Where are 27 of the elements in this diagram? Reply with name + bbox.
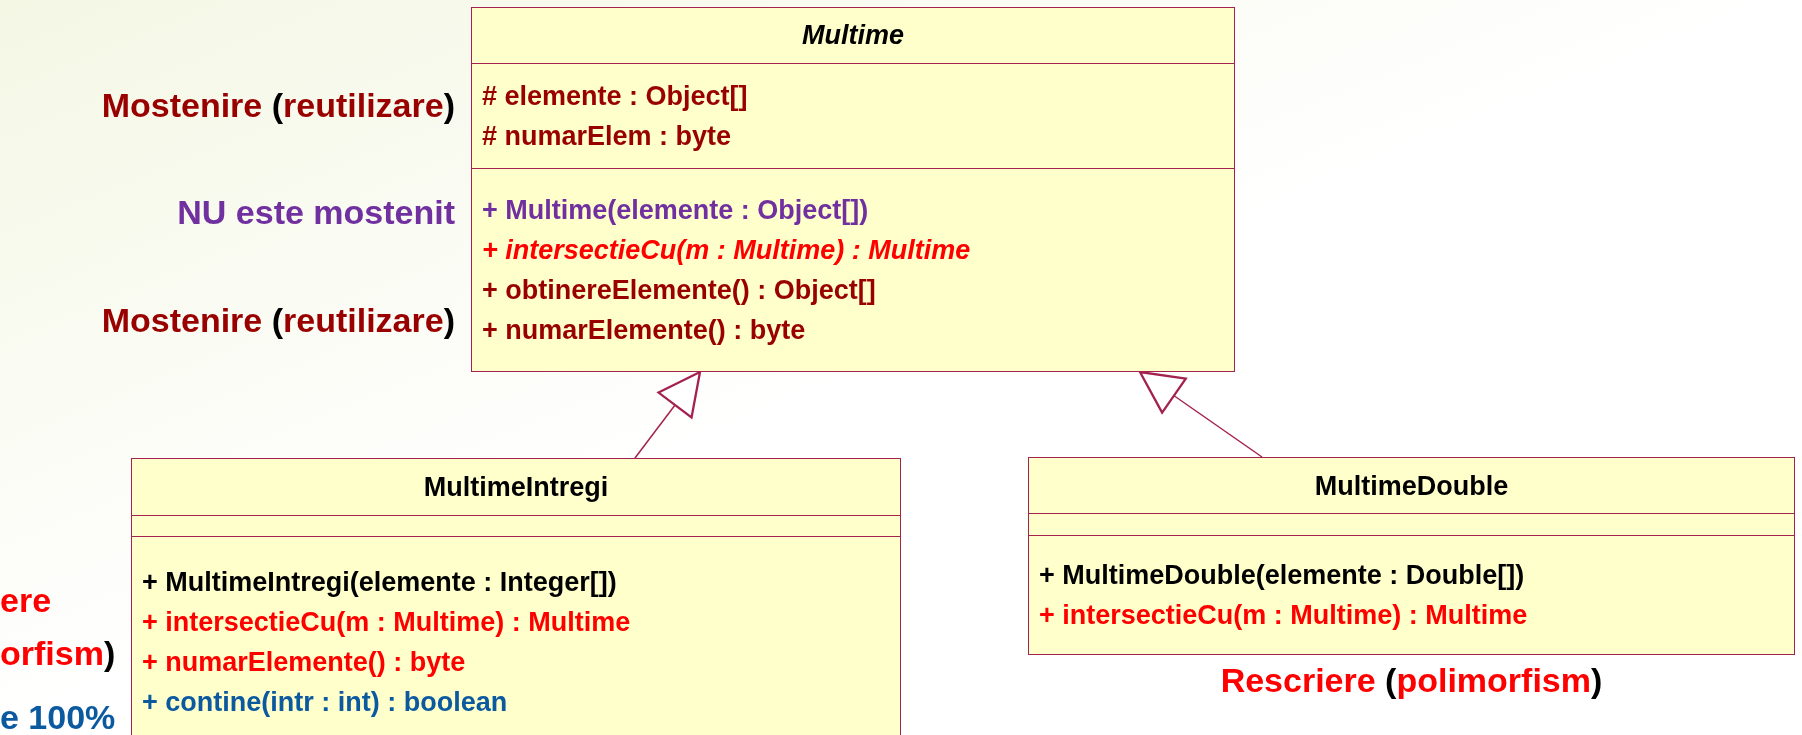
attribute-text: # numarElem : byte bbox=[482, 119, 732, 153]
annotation-text: ere bbox=[0, 580, 52, 620]
annotation-text: e 100% bbox=[0, 697, 116, 735]
annotation-text: Mostenire (reutilizare) bbox=[101, 300, 455, 340]
annotation-text: orfism) bbox=[0, 633, 116, 673]
method-text: + MultimeDouble(elemente : Double[]) bbox=[1039, 559, 1525, 593]
annotation-text: Mostenire (reutilizare) bbox=[101, 85, 455, 125]
class-name: MultimeIntregi bbox=[423, 470, 609, 504]
inheritance-arrow bbox=[1138, 370, 1263, 458]
method-text: + MultimeIntregi(elemente : Integer[]) bbox=[142, 566, 617, 600]
class-name: Multime bbox=[802, 19, 904, 53]
method-text: + numarElemente() : byte bbox=[482, 314, 806, 348]
class-box bbox=[1028, 457, 1795, 655]
method-text: + obtinereElemente() : Object[] bbox=[482, 274, 876, 308]
method-text: + Multime(elemente : Object[]) bbox=[482, 194, 869, 228]
annotation-text: NU este mostenit bbox=[177, 192, 455, 232]
class-box bbox=[131, 458, 901, 735]
method-text: + numarElemente() : byte bbox=[142, 646, 466, 680]
method-text: + contine(intr : int) : boolean bbox=[142, 686, 508, 720]
inheritance-arrow bbox=[634, 370, 702, 459]
class-box bbox=[471, 7, 1235, 372]
attribute-text: # elemente : Object[] bbox=[482, 79, 748, 113]
method-text: + intersectieCu(m : Multime) : Multime bbox=[142, 606, 631, 640]
method-text: + intersectieCu(m : Multime) : Multime bbox=[482, 234, 971, 268]
method-text: + intersectieCu(m : Multime) : Multime bbox=[1039, 599, 1528, 633]
class-name: MultimeDouble bbox=[1314, 469, 1509, 503]
annotation-text: Rescriere (polimorfism) bbox=[1220, 660, 1603, 700]
